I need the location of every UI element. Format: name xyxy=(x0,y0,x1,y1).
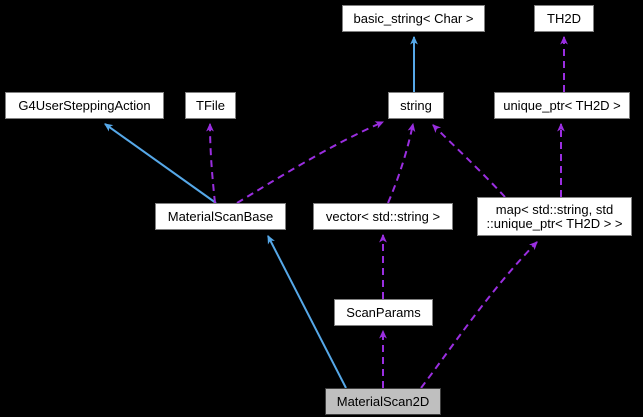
class-node-label: MaterialScan2D xyxy=(336,393,430,409)
class-node-label: string xyxy=(400,97,432,113)
class-node-label: G4UserSteppingAction xyxy=(18,97,151,113)
class-node-tfile[interactable]: TFile xyxy=(185,92,236,119)
class-node-unique_ptr_th2d[interactable]: unique_ptr< TH2D > xyxy=(494,92,630,119)
class-node-label: TH2D xyxy=(547,10,581,26)
class-node-label: vector< std::string > xyxy=(325,208,441,224)
class-node-g4usersteppingaction[interactable]: G4UserSteppingAction xyxy=(5,92,164,119)
edge-vector-string xyxy=(387,122,416,204)
class-node-scanparams[interactable]: ScanParams xyxy=(334,299,433,326)
edge-materialscanbase-tfile xyxy=(206,122,216,204)
class-node-vector_string[interactable]: vector< std::string > xyxy=(313,203,453,230)
class-node-label: unique_ptr< TH2D > xyxy=(503,97,621,113)
edge-map-string xyxy=(432,124,506,198)
edge-materialscanbase-g4usersteppingaction xyxy=(104,123,217,204)
class-node-label: basic_string< Char > xyxy=(353,10,474,26)
class-node-basic_string[interactable]: basic_string< Char > xyxy=(342,5,485,32)
class-node-materialscan2d[interactable]: MaterialScan2D xyxy=(325,388,441,415)
class-node-label: MaterialScanBase xyxy=(167,208,274,224)
class-node-label: map< std::string, std ::unique_ptr< TH2D… xyxy=(486,201,623,231)
edge-materialscan2d-map xyxy=(420,241,538,389)
class-node-label: ScanParams xyxy=(346,304,421,320)
edge-materialscanbase-string xyxy=(236,121,385,204)
class-node-materialscanbase[interactable]: MaterialScanBase xyxy=(155,203,286,230)
class-node-string[interactable]: string xyxy=(388,92,444,119)
class-node-map_string_uniqueptr[interactable]: map< std::string, std ::unique_ptr< TH2D… xyxy=(477,197,632,236)
class-node-th2d[interactable]: TH2D xyxy=(534,5,594,32)
class-node-label: TFile xyxy=(196,97,225,113)
